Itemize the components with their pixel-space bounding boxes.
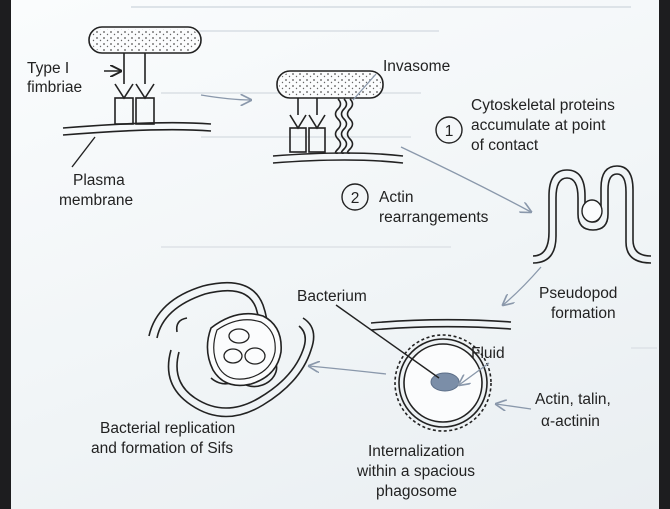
pseudopod-shape [533, 166, 651, 263]
actin-label-line2: α-actinin [541, 413, 600, 430]
arrow-pseudopod-to-phagosome [503, 267, 541, 305]
stage2-fimbriae [290, 98, 325, 152]
bacterium-label: Bacterium [297, 288, 367, 305]
step1-line2: accumulate at point [471, 117, 606, 134]
step1-badge: 1 [436, 117, 462, 143]
book-page: Type I fimbriae Plasma membrane [11, 0, 659, 509]
step1-number: 1 [445, 123, 454, 140]
step2-line1: Actin [379, 189, 413, 206]
actin-pointer [496, 404, 531, 409]
phagosome-membrane [371, 320, 511, 330]
plasma-membrane-label-line1: Plasma [73, 172, 125, 189]
replication-label-line1: Bacterial replication [100, 420, 235, 437]
internalization-line3: phagosome [376, 483, 457, 500]
stage1-bacterium [89, 27, 201, 53]
stage2-plasma-membrane [273, 153, 403, 163]
step2-badge: 2 [342, 184, 368, 210]
stage1-fimbriae [115, 53, 154, 124]
step2-number: 2 [351, 190, 360, 207]
internalization-line2: within a spacious [356, 463, 475, 480]
pathogenesis-diagram: Type I fimbriae Plasma membrane [11, 0, 659, 509]
membrane-pointer [72, 137, 95, 167]
bacterium-pointer [336, 305, 439, 378]
actin-label-line1: Actin, talin, [535, 391, 611, 408]
sif-vacuole [207, 314, 281, 386]
arrow-phagosome-to-replication [309, 366, 386, 374]
step2-line2: rearrangements [379, 209, 489, 226]
internalization-line1: Internalization [368, 443, 465, 460]
arrow-stage1-to-stage2 [201, 95, 251, 100]
step1-line1: Cytoskeletal proteins [471, 97, 615, 114]
pseudopod-label-line1: Pseudopod [539, 285, 617, 302]
type-i-label-line2: fimbriae [27, 79, 82, 96]
invasome-label: Invasome [383, 58, 450, 75]
arrow-stage2-to-pseudopod [401, 147, 531, 212]
pseudopod-label-line2: formation [551, 305, 616, 322]
fluid-label: Fluid [471, 345, 505, 362]
type-i-label-line1: Type I [27, 60, 69, 77]
step1-line3: of contact [471, 137, 539, 154]
plasma-membrane-label-line2: membrane [59, 192, 133, 209]
invasome-wavy-filaments [336, 99, 353, 153]
replication-label-line2: and formation of Sifs [91, 440, 233, 457]
